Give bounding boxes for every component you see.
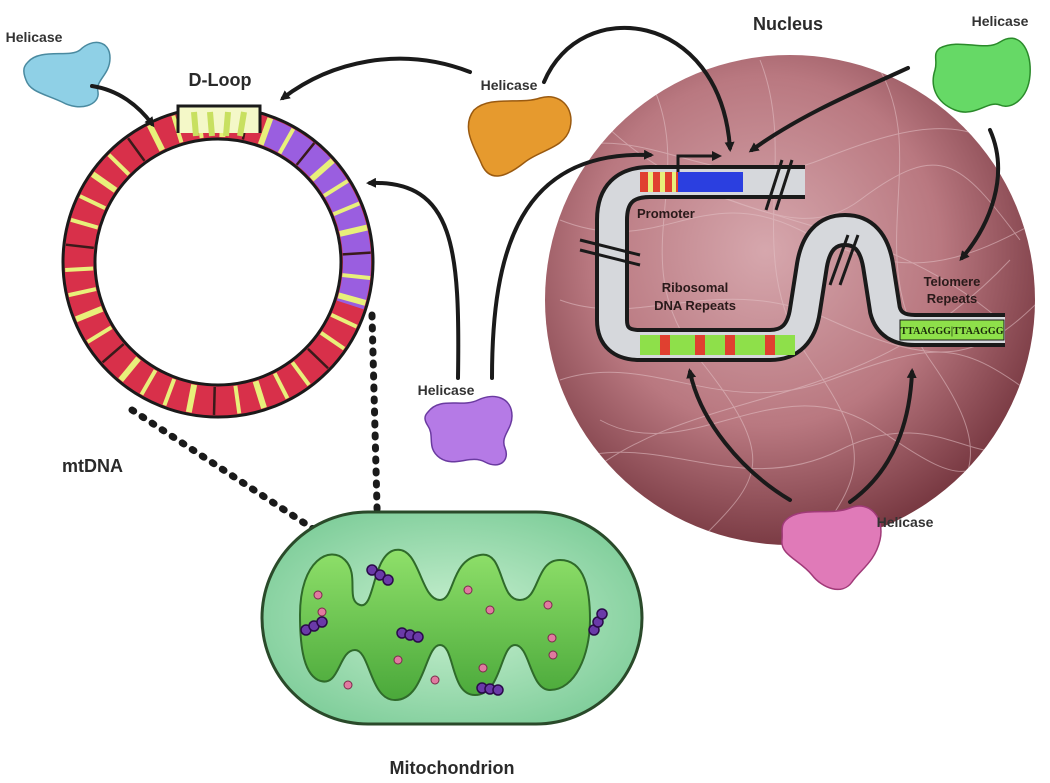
mtdna-stripe bbox=[342, 251, 371, 256]
mtdna-stripe bbox=[90, 171, 118, 193]
dloop-label: D-Loop bbox=[189, 70, 252, 90]
telomere-label-line2: Repeats bbox=[927, 291, 978, 306]
mtdna-stripe bbox=[127, 137, 146, 162]
mtdna-stripe bbox=[107, 153, 131, 176]
helicase-purple-label: Helicase bbox=[418, 382, 475, 398]
dloop-tab bbox=[176, 104, 262, 133]
arrow-blue-to-dloop bbox=[90, 84, 155, 128]
mtdna-label: mtDNA bbox=[62, 456, 123, 476]
helicase-pink: Helicase bbox=[781, 505, 934, 591]
ribosomal-label-line2: DNA Repeats bbox=[654, 298, 736, 313]
mito-ribosomes bbox=[313, 585, 558, 690]
mtdna-purple-region bbox=[260, 118, 371, 310]
dloop-stripes bbox=[191, 111, 247, 137]
mtdna-stripe bbox=[307, 347, 329, 370]
telomere-sequence: TTAAGGG|TTAAGGG bbox=[901, 326, 1004, 337]
helicase-orange: Helicase bbox=[467, 77, 572, 177]
mtdna-stripe bbox=[139, 369, 158, 396]
helicase-blue-label: Helicase bbox=[6, 29, 63, 45]
mtdna-stripe bbox=[272, 372, 290, 400]
arrow-green-to-promoter bbox=[748, 66, 910, 153]
mtdna-inner bbox=[93, 137, 343, 387]
mtdna-stripe bbox=[65, 243, 94, 250]
arrow-orange-to-dloop bbox=[279, 56, 472, 101]
helicase-orange-label: Helicase bbox=[481, 77, 538, 93]
telomere-segment bbox=[899, 319, 1005, 341]
helicase-purple: Helicase bbox=[418, 382, 513, 466]
helicase-blue-shape bbox=[23, 41, 111, 108]
mtdna-stripe bbox=[118, 356, 141, 382]
mtdna-stripe bbox=[70, 217, 99, 230]
mtdna-stripe bbox=[332, 201, 361, 217]
mitochondrion-label: Mitochondrion bbox=[390, 758, 515, 778]
mtdna-stripe bbox=[101, 343, 125, 364]
mtdna-stripe bbox=[147, 123, 165, 152]
arrow-pink-to-ribosomal bbox=[686, 368, 792, 502]
mtdna-ring bbox=[61, 104, 375, 419]
arrow-orange-to-promoter bbox=[542, 25, 735, 152]
mtdna-stripe bbox=[337, 292, 367, 306]
mtdna-stripe bbox=[75, 306, 104, 323]
mitochondrion bbox=[260, 510, 644, 726]
helicase-blue: Helicase bbox=[6, 29, 111, 108]
mtdna-stripe bbox=[252, 380, 267, 409]
transcription-start-arrow bbox=[676, 151, 722, 172]
arrow-green-to-telomere bbox=[959, 128, 1001, 262]
arrows bbox=[90, 25, 1001, 504]
mtdna-stripe bbox=[322, 179, 349, 198]
promoter-label: Promoter bbox=[637, 206, 695, 221]
mtdna-stripe bbox=[233, 385, 242, 414]
promoter-blue-segment bbox=[678, 172, 743, 192]
mtdna-stripe bbox=[309, 158, 335, 182]
helicase-green-shape bbox=[932, 37, 1031, 113]
arrow-purple-to-promoter bbox=[490, 149, 654, 380]
mtdna-stripe bbox=[162, 378, 177, 407]
helicase-green: Helicase bbox=[932, 13, 1031, 113]
arrow-purple-to-mtdna bbox=[366, 177, 461, 380]
mtdna-stripe bbox=[68, 287, 97, 298]
telomere-label-line1: Telomere bbox=[924, 274, 981, 289]
mtdna-stripe bbox=[339, 224, 368, 237]
ribosomal-repeat-segment bbox=[640, 335, 795, 355]
mtdna-stripe bbox=[212, 386, 216, 415]
mtdna-stripe bbox=[257, 117, 274, 146]
mtdna-stripe bbox=[185, 384, 198, 413]
dna-strand: TTAAGGG|TTAAGGG bbox=[579, 151, 1005, 362]
helicase-orange-shape bbox=[467, 95, 572, 177]
mtdna-stripe bbox=[79, 194, 107, 210]
nucleus-label: Nucleus bbox=[753, 14, 823, 34]
mito-cristae bbox=[298, 548, 592, 702]
break-marks bbox=[579, 159, 860, 286]
mtdna-stripe bbox=[290, 361, 311, 387]
mtdna-stripe bbox=[330, 313, 358, 329]
helicase-pink-label: Helicase bbox=[877, 514, 934, 530]
mtdna-stripe bbox=[319, 331, 346, 351]
helicase-pink-shape bbox=[781, 505, 882, 591]
mtdna-stripe bbox=[277, 127, 296, 155]
helicase-purple-shape bbox=[424, 395, 513, 466]
ribosomal-label-line1: Ribosomal bbox=[662, 280, 728, 295]
helicase-green-label: Helicase bbox=[972, 13, 1029, 29]
mtdna-stripe bbox=[65, 266, 94, 273]
arrow-pink-to-telomere bbox=[848, 368, 917, 504]
mtdna-stripe bbox=[295, 142, 316, 166]
mtdna-stripe bbox=[86, 325, 113, 344]
nucleus: TTAAGGG|TTAAGGG Promoter Ribosomal DNA R… bbox=[545, 55, 1035, 545]
mito-mtdna-copies bbox=[300, 564, 608, 696]
mtdna-stripe bbox=[342, 273, 371, 280]
